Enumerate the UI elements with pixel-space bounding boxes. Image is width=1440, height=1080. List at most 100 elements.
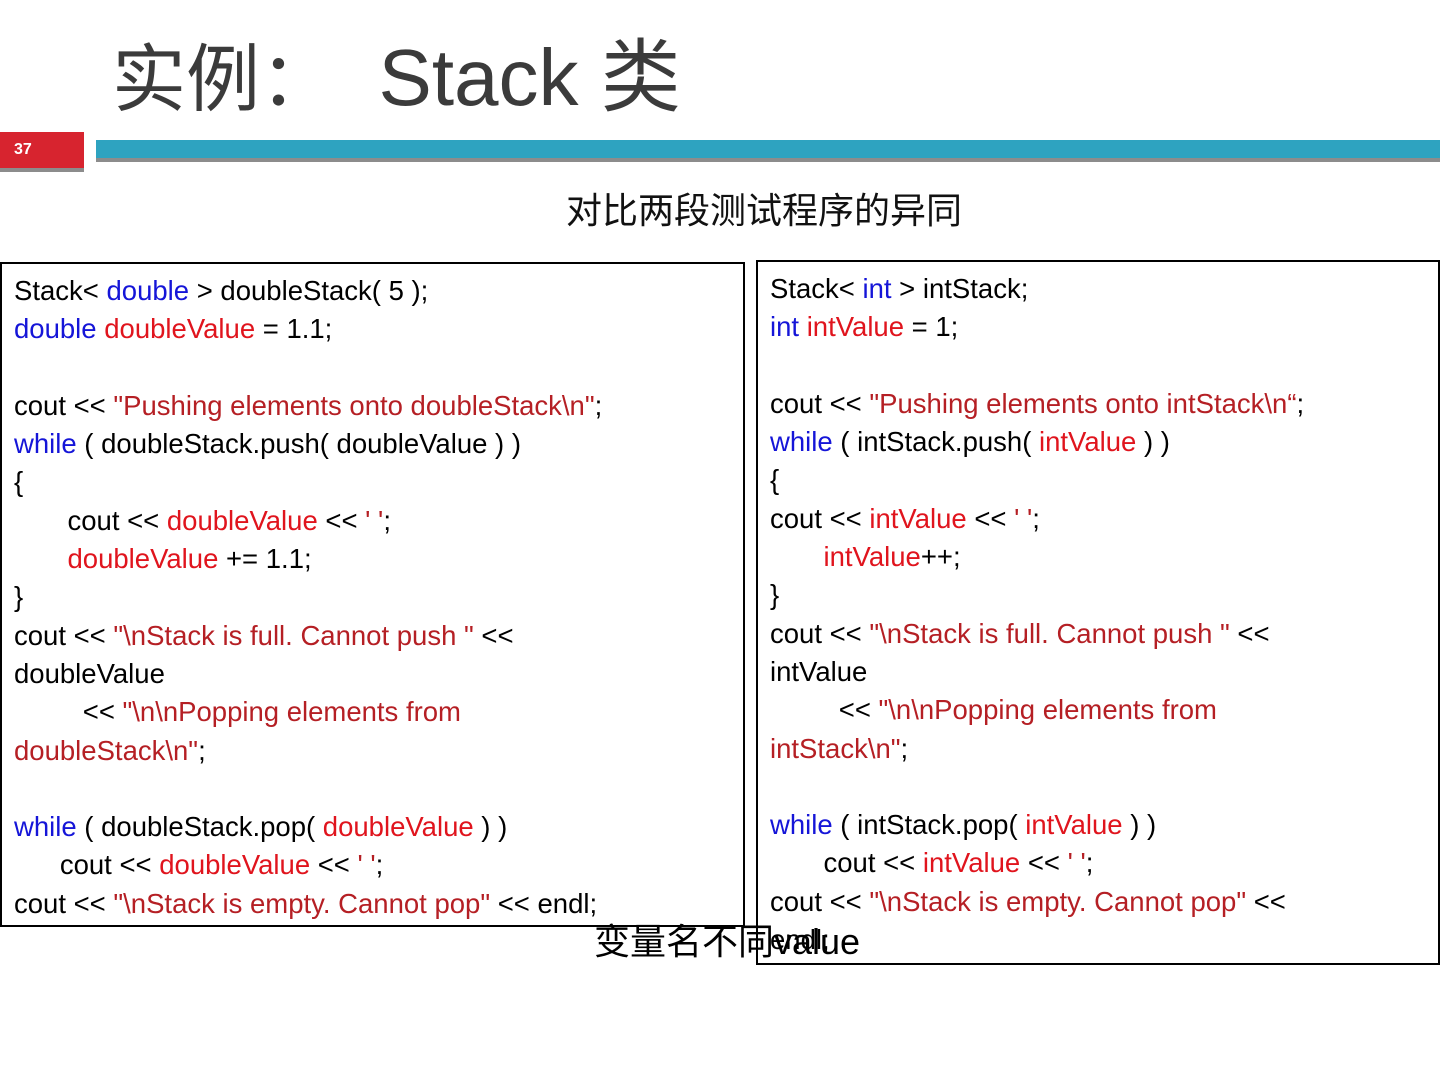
code-token: << — [310, 849, 358, 881]
code-token: cout << — [770, 885, 870, 917]
code-token — [14, 543, 67, 574]
code-token: cout << — [770, 387, 870, 419]
code-line: endl; — [770, 921, 1426, 959]
code-token: ; — [1296, 387, 1305, 419]
note-cn: 变量名不同 — [594, 922, 775, 963]
code-line: { — [770, 461, 1426, 499]
code-token: << endl; — [490, 887, 598, 919]
code-line: } — [14, 578, 731, 616]
slide-title: 实例： Stack 类 — [112, 28, 681, 130]
code-line: cout << doubleValue << ' '; — [14, 846, 731, 884]
code-line — [14, 349, 731, 387]
code-token: > intStack; — [891, 273, 1029, 304]
code-token: "\nStack is full. Cannot push " — [869, 617, 1230, 649]
code-line: while ( intStack.push( intValue ) ) — [770, 423, 1426, 461]
code-token: ++; — [920, 541, 961, 573]
code-line: while ( doubleStack.push( doubleValue ) … — [14, 425, 731, 463]
code-token: << — [14, 696, 123, 728]
code-line: doubleValue — [14, 655, 731, 693]
code-line: cout << doubleValue << ' '; — [14, 502, 731, 540]
code-line: double doubleValue = 1.1; — [14, 310, 731, 348]
code-token: while — [14, 428, 77, 460]
code-token: "\nStack is empty. Cannot pop" — [869, 885, 1247, 917]
code-line: cout << "Pushing elements onto doubleSta… — [14, 387, 731, 425]
code-token: = 1.1; — [255, 313, 333, 345]
code-token: = 1; — [904, 311, 959, 343]
code-token: ) ) — [1136, 426, 1170, 458]
code-token: << — [966, 502, 1015, 534]
code-line: cout << "\nStack is full. Cannot push " … — [770, 615, 1426, 653]
code-line: cout << "Pushing elements onto intStack\… — [770, 385, 1426, 423]
code-line: cout << intValue << ' '; — [770, 500, 1426, 538]
code-line: cout << intValue << ' '; — [770, 844, 1426, 882]
code-token: << — [770, 694, 879, 726]
code-line: { — [14, 463, 731, 501]
code-line: doubleStack\n"; — [14, 732, 731, 770]
code-token: while — [770, 426, 833, 458]
code-line: } — [770, 576, 1426, 614]
code-line: cout << "\nStack is empty. Cannot pop" <… — [14, 885, 731, 923]
code-token: doubleValue — [14, 657, 165, 689]
code-token: "\nStack is empty. Cannot pop" — [113, 887, 491, 919]
code-token: cout << — [14, 887, 114, 919]
code-line: int intValue = 1; — [770, 308, 1426, 346]
code-token: doubleValue — [322, 811, 474, 843]
code-line: while ( doubleStack.pop( doubleValue ) ) — [14, 808, 731, 846]
code-token: } — [14, 581, 24, 613]
code-token: << — [1246, 885, 1286, 917]
code-token: doubleValue — [67, 543, 219, 575]
code-token: intValue — [869, 502, 967, 534]
code-token: cout << — [14, 849, 160, 881]
code-line — [770, 347, 1426, 385]
code-token: intValue — [806, 311, 905, 343]
code-token: doubleValue — [166, 504, 318, 536]
double-stack-code-box: Stack< double > doubleStack( 5 );double … — [0, 262, 745, 927]
code-token: { — [770, 464, 780, 496]
code-token: ( doubleStack.pop( — [76, 811, 323, 843]
slide-title-cn: 实例： — [112, 37, 334, 123]
code-token: double — [106, 275, 190, 306]
code-token: doubleValue — [159, 849, 311, 881]
code-token: += 1.1; — [218, 543, 312, 575]
code-token: cout << — [14, 619, 114, 651]
code-token: ; — [383, 504, 391, 536]
code-token: doubleValue — [104, 313, 256, 345]
code-line: doubleValue += 1.1; — [14, 540, 731, 578]
code-token: > doubleStack( 5 ); — [189, 275, 429, 306]
page-number: 37 — [14, 141, 32, 158]
code-token: ( intStack.pop( — [832, 809, 1026, 841]
code-line: cout << "\nStack is full. Cannot push " … — [14, 617, 731, 655]
code-line: << "\n\nPopping elements from — [14, 693, 731, 731]
code-token: Stack< — [14, 275, 107, 306]
code-token: "\n\nPopping elements from — [878, 694, 1217, 726]
code-token: cout << — [770, 847, 923, 879]
code-token: ; — [1032, 502, 1040, 534]
code-token: ; — [375, 849, 384, 881]
code-line: Stack< double > doubleStack( 5 ); — [14, 272, 731, 310]
code-token: "\n\nPopping elements from — [122, 696, 461, 728]
code-token: Stack< — [770, 273, 863, 304]
code-token: int — [770, 311, 800, 343]
code-token: "Pushing elements onto doubleStack\n" — [113, 389, 595, 421]
code-token: cout << — [770, 617, 870, 649]
code-token — [770, 541, 823, 572]
code-token — [799, 311, 807, 342]
code-token: } — [770, 579, 780, 611]
slide-title-en: Stack 类 — [378, 33, 681, 122]
code-token: intStack\n" — [770, 732, 901, 764]
code-token: { — [14, 466, 24, 498]
code-line: cout << "\nStack is empty. Cannot pop" <… — [770, 883, 1426, 921]
slide-subtitle: 对比两段测试程序的异同 — [565, 191, 962, 232]
code-line — [770, 768, 1426, 806]
int-stack-code-box: Stack< int > intStack;int intValue = 1;c… — [756, 260, 1440, 965]
code-token: int — [862, 273, 892, 304]
page-number-badge: 37 — [0, 132, 84, 168]
code-token: intValue — [1039, 426, 1137, 458]
code-token: << — [1020, 847, 1068, 879]
code-token: endl; — [770, 924, 830, 956]
code-line: while ( intStack.pop( intValue ) ) — [770, 806, 1426, 844]
code-token: intValue — [823, 541, 921, 573]
code-token: double — [14, 313, 97, 345]
code-token: doubleStack\n" — [14, 734, 199, 766]
code-token: intValue — [922, 847, 1021, 879]
